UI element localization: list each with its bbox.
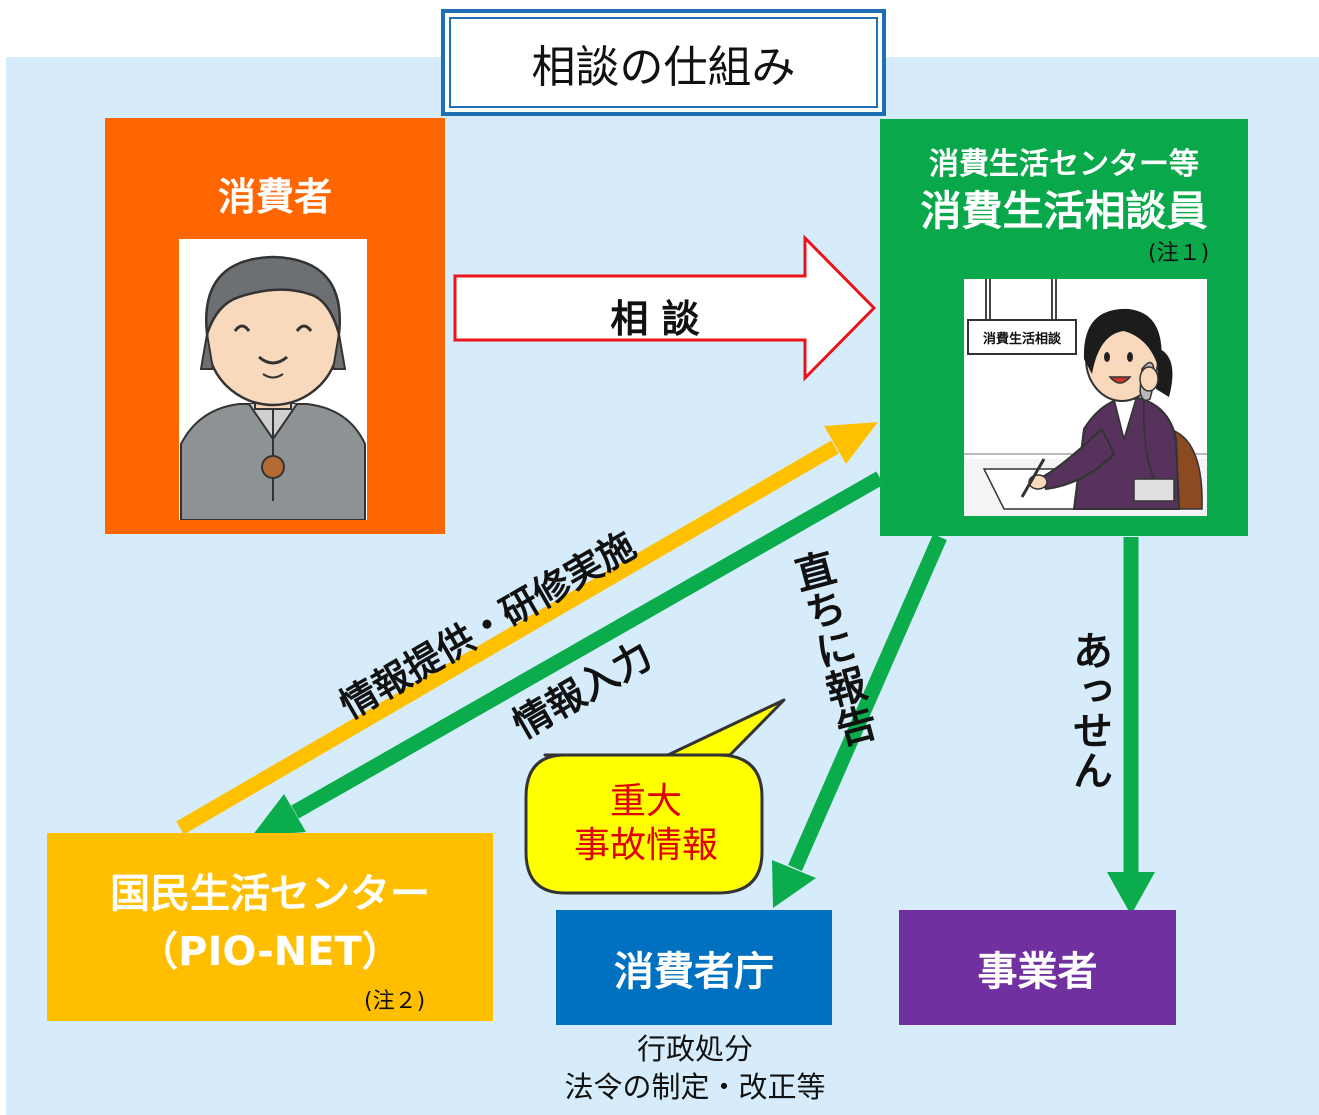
mediation-label: あっせん bbox=[1066, 630, 1112, 790]
immediate-report-arrow bbox=[788, 533, 947, 872]
consumer-box: 消費者 bbox=[105, 118, 445, 534]
pio-net-box: 国民生活センター （PIO-NET） (注２) bbox=[47, 833, 493, 1021]
counselor-title: 消費生活相談員 bbox=[920, 187, 1208, 235]
pio-note: (注２) bbox=[364, 989, 426, 1014]
consultation-label: 相 談 bbox=[610, 297, 700, 341]
business-box: 事業者 bbox=[899, 910, 1176, 1025]
caa-action-2: 法令の制定・改正等 bbox=[564, 1070, 826, 1104]
title-box: 相談の仕組み bbox=[441, 9, 886, 116]
serious-accident-callout: 重大 事故情報 bbox=[530, 780, 762, 868]
consumer-affairs-agency-box: 消費者庁 bbox=[556, 910, 832, 1025]
pio-name: 国民生活センター bbox=[110, 871, 430, 917]
center-note: (注１) bbox=[1148, 241, 1210, 266]
callout-line1: 重大 bbox=[609, 781, 682, 822]
counselor-sign: 消費生活相談 bbox=[983, 331, 1062, 347]
consumer-label: 消費者 bbox=[217, 175, 332, 219]
counselor-illustration: 消費生活相談 bbox=[964, 279, 1207, 516]
consumer-center-box: 消費生活センター等 消費生活相談員 (注１) 消費生活相談 bbox=[880, 119, 1248, 536]
consultation-arrow bbox=[453, 234, 877, 382]
caa-actions: 行政処分 法令の制定・改正等 bbox=[500, 1030, 890, 1106]
caa-action-1: 行政処分 bbox=[636, 1032, 753, 1066]
center-name: 消費生活センター等 bbox=[929, 147, 1199, 182]
info-provision-arrow bbox=[176, 440, 839, 835]
pio-system: （PIO-NET） bbox=[138, 929, 402, 975]
callout-bubble bbox=[524, 698, 786, 895]
page-title: 相談の仕組み bbox=[449, 17, 878, 108]
callout-line2: 事故情報 bbox=[573, 825, 718, 866]
consumer-illustration bbox=[179, 239, 367, 520]
info-input-arrow bbox=[291, 471, 884, 819]
